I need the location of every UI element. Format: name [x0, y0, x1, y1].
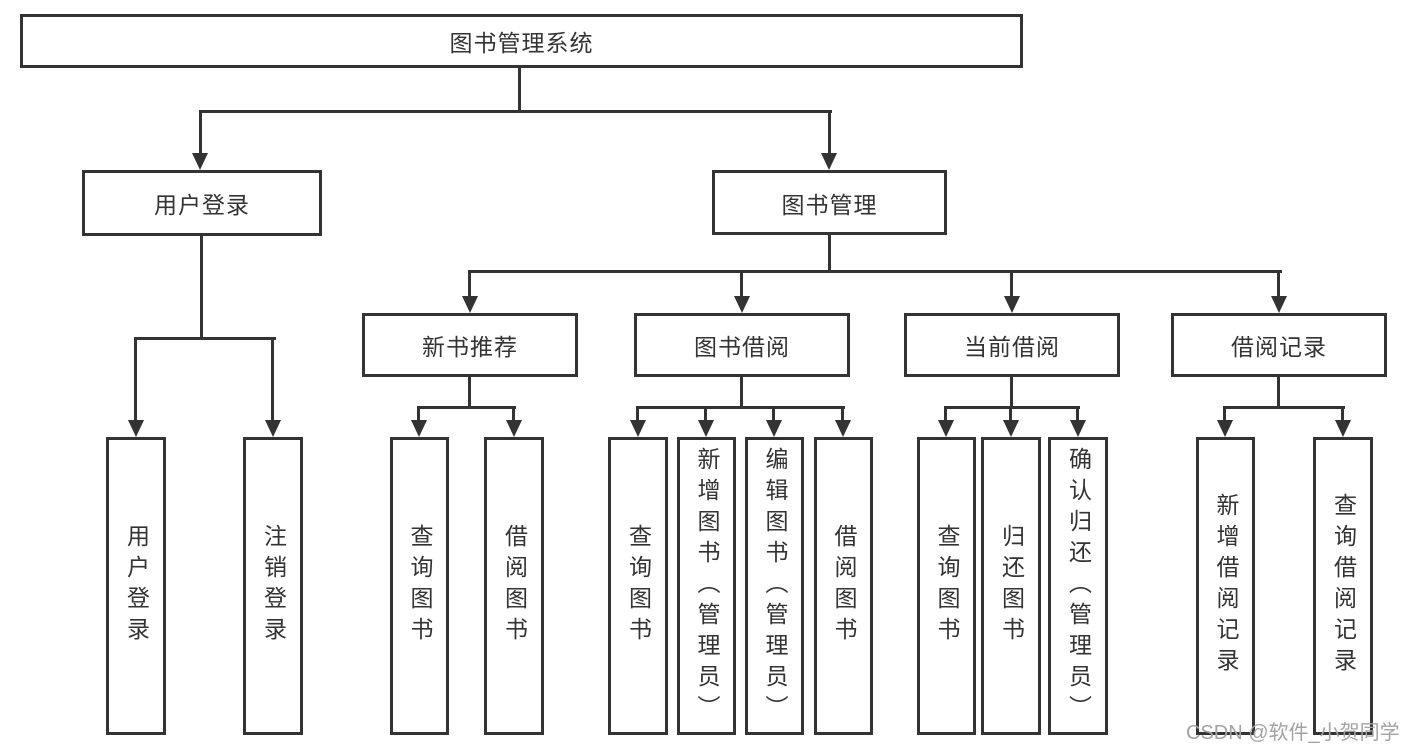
connector-leaf-drop — [841, 406, 844, 422]
node-borrowing-records: 借阅记录 — [1171, 313, 1387, 377]
node-user-login: 用户登录 — [82, 170, 322, 236]
arrowhead-down-icon — [1271, 296, 1287, 313]
connector-leaf-drop — [1223, 406, 1226, 422]
connector-leaf-drop — [417, 406, 420, 422]
arrowhead-down-icon — [128, 420, 144, 437]
arrowhead-down-icon — [411, 420, 427, 437]
arrowhead-down-icon — [462, 296, 478, 313]
leaf-borrow-books: 借阅图书 — [814, 437, 873, 735]
connector-leaf-drop — [1076, 406, 1079, 422]
leaf-add-borrow-record: 新增借阅记录 — [1196, 437, 1255, 735]
connector-group-horizontal — [417, 406, 516, 409]
leaf-return-books: 归还图书 — [981, 437, 1041, 735]
node-current-borrowing: 当前借阅 — [904, 313, 1120, 377]
connector-level3-drop — [1010, 270, 1013, 299]
leaf-query-borrow-record: 查询借阅记录 — [1313, 437, 1373, 735]
connector-group-horizontal — [1223, 406, 1345, 409]
connector-level3-drop — [1277, 270, 1280, 299]
arrowhead-down-icon — [821, 153, 837, 170]
connector-book-mgmt-drop — [828, 110, 831, 156]
connector-level3-drop — [468, 270, 471, 299]
leaf-query-books-current: 查询图书 — [917, 437, 976, 735]
arrowhead-down-icon — [1335, 420, 1351, 437]
connector-group-stem — [1277, 376, 1280, 408]
connector-leaf-drop — [1009, 406, 1012, 422]
connector-level3-drop — [740, 270, 743, 299]
node-book-borrowing: 图书借阅 — [634, 313, 850, 377]
arrowhead-down-icon — [630, 420, 646, 437]
connector-leaf-drop — [271, 337, 274, 422]
connector-user-login-drop — [199, 110, 202, 156]
connector-user-login-horizontal — [134, 337, 276, 340]
leaf-query-books-recommend: 查询图书 — [390, 437, 449, 735]
leaf-user-login: 用户登录 — [106, 437, 166, 735]
arrowhead-down-icon — [265, 420, 281, 437]
connector-level3-horizontal — [468, 270, 1282, 273]
connector-user-login-stem — [200, 235, 203, 339]
connector-leaf-drop — [944, 406, 947, 422]
arrowhead-down-icon — [938, 420, 954, 437]
arrowhead-down-icon — [1003, 420, 1019, 437]
leaf-edit-books-admin: 编辑图书（管理员） — [745, 437, 804, 735]
connector-level1-horizontal — [199, 110, 832, 113]
node-root-system: 图书管理系统 — [20, 14, 1023, 68]
arrowhead-down-icon — [766, 420, 782, 437]
leaf-confirm-return-admin: 确认归还（管理员） — [1048, 437, 1108, 735]
connector-leaf-drop — [1341, 406, 1344, 422]
connector-group-stem — [740, 376, 743, 408]
node-book-management: 图书管理 — [712, 170, 947, 235]
connector-leaf-drop — [772, 406, 775, 422]
arrowhead-down-icon — [1004, 296, 1020, 313]
connector-group-stem — [1010, 376, 1013, 408]
connector-group-horizontal — [944, 406, 1080, 409]
arrowhead-down-icon — [192, 153, 208, 170]
arrowhead-down-icon — [1070, 420, 1086, 437]
arrowhead-down-icon — [835, 420, 851, 437]
arrowhead-down-icon — [506, 420, 522, 437]
csdn-watermark: CSDN @软件_小贺同学 — [1186, 722, 1400, 744]
connector-book-mgmt-stem — [828, 233, 831, 272]
node-new-book-recommend: 新书推荐 — [362, 313, 578, 377]
arrowhead-down-icon — [1217, 420, 1233, 437]
arrowhead-down-icon — [698, 420, 714, 437]
connector-leaf-drop — [636, 406, 639, 422]
leaf-query-books-borrowing: 查询图书 — [608, 437, 668, 735]
leaf-logout: 注销登录 — [243, 437, 303, 735]
leaf-add-books-admin: 新增图书（管理员） — [677, 437, 736, 735]
arrowhead-down-icon — [734, 296, 750, 313]
connector-group-horizontal — [636, 406, 845, 409]
connector-root-stem — [518, 68, 521, 111]
connector-leaf-drop — [134, 337, 137, 422]
leaf-borrow-books-recommend: 借阅图书 — [484, 437, 544, 735]
connector-leaf-drop — [512, 406, 515, 422]
connector-leaf-drop — [704, 406, 707, 422]
connector-group-stem — [468, 376, 471, 408]
